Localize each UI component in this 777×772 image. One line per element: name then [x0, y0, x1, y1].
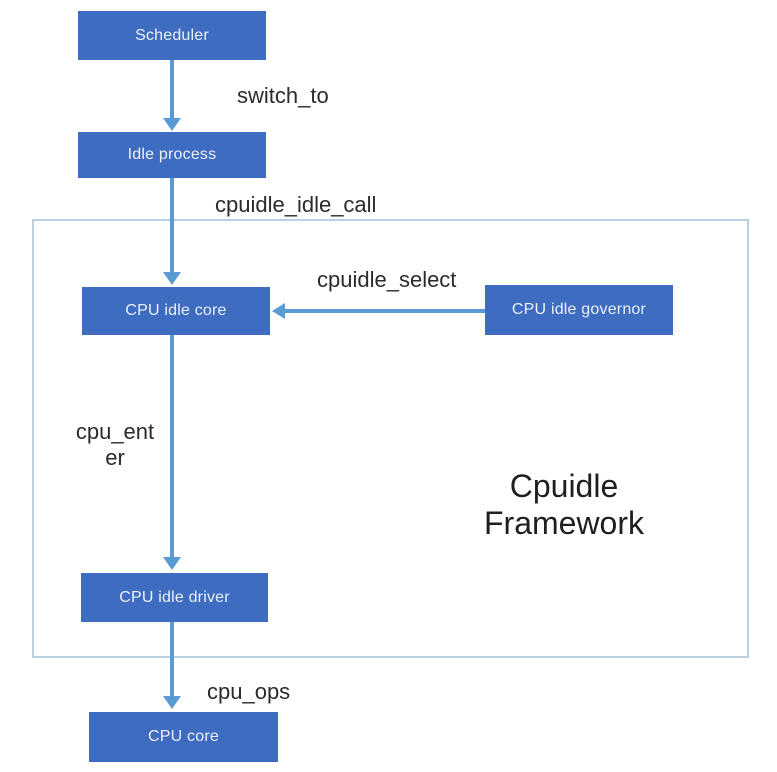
edge-label-switch-to: switch_to	[237, 83, 329, 108]
node-cpu-core: CPU core	[89, 712, 278, 762]
arrow-scheduler-to-idle-process	[170, 60, 174, 118]
node-cpu-idle-driver: CPU idle driver	[81, 573, 268, 622]
edge-label-cpuidle-idle-call: cpuidle_idle_call	[215, 192, 377, 217]
arrow-cpu-idle-driver-to-cpu-core	[170, 622, 174, 696]
edge-label-cpu-enter: cpu_ent er	[75, 419, 155, 470]
framework-title: Cpuidle Framework	[483, 468, 644, 541]
arrowhead-down-icon	[163, 696, 181, 709]
edge-label-cpu-ops: cpu_ops	[207, 679, 291, 704]
arrow-idle-process-to-cpu-idle-core	[170, 178, 174, 272]
arrow-cpu-idle-core-to-cpu-idle-driver	[170, 335, 174, 557]
edge-label-cpuidle-select: cpuidle_select	[317, 267, 457, 292]
node-scheduler: Scheduler	[78, 11, 266, 60]
node-cpu-idle-governor: CPU idle governor	[485, 285, 673, 335]
arrow-cpu-idle-governor-to-cpu-idle-core	[285, 309, 485, 313]
node-idle-process: Idle process	[78, 132, 266, 178]
arrowhead-down-icon	[163, 118, 181, 131]
arrowhead-down-icon	[163, 557, 181, 570]
arrowhead-down-icon	[163, 272, 181, 285]
arrowhead-left-icon	[272, 303, 285, 319]
node-cpu-idle-core: CPU idle core	[82, 287, 270, 335]
cpuidle-framework-boundary	[32, 219, 749, 658]
